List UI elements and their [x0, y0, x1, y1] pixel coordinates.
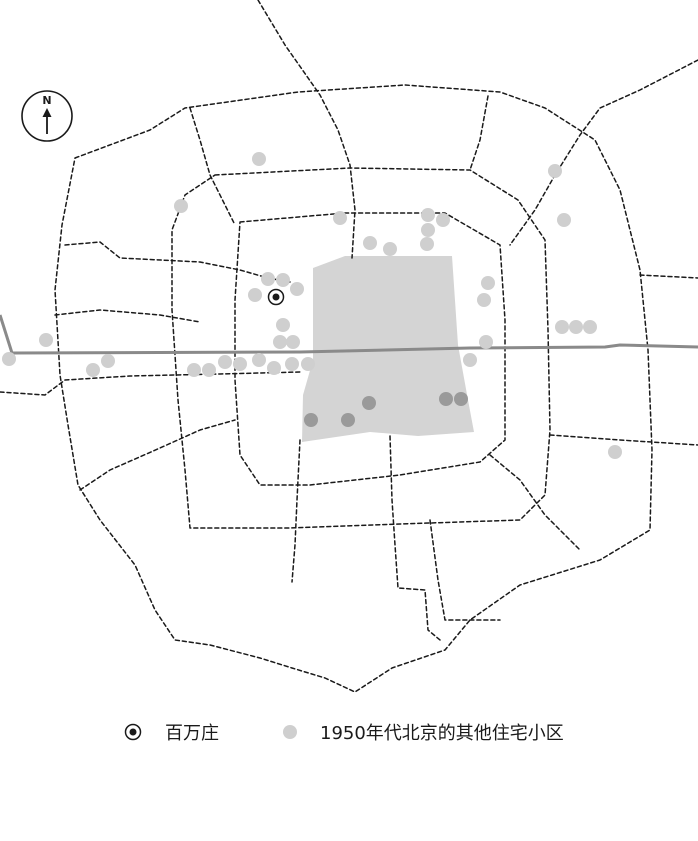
- legend-item-baiwanzhuang: 百万庄: [124, 723, 219, 744]
- compass-letter: N: [42, 94, 51, 107]
- residential-district-dot: [304, 413, 318, 427]
- east-road-upper: [639, 274, 698, 279]
- residential-district-dot: [252, 152, 266, 166]
- residential-district-dot: [86, 363, 100, 377]
- radial-road-northwest: [189, 107, 236, 226]
- residential-district-dot: [439, 392, 453, 406]
- residential-district-dot: [39, 333, 53, 347]
- residential-district-dot: [285, 357, 299, 371]
- radial-road-northeast: [509, 59, 698, 246]
- residential-district-dot: [273, 335, 287, 349]
- residential-district-dot: [248, 288, 262, 302]
- legend-label: 百万庄: [165, 723, 219, 744]
- residential-district-dot: [383, 242, 397, 256]
- baiwanzhuang-marker: [267, 288, 285, 306]
- residential-district-dot: [290, 282, 304, 296]
- residential-district-dot: [548, 164, 562, 178]
- outer-ring-road: [54, 84, 653, 693]
- residential-district-dot: [463, 353, 477, 367]
- inner-residential-districts: [304, 392, 468, 427]
- residential-district-dot: [420, 237, 434, 251]
- residential-district-dot: [286, 335, 300, 349]
- residential-district-dot: [421, 208, 435, 222]
- residential-district-dot: [481, 276, 495, 290]
- residential-district-dot: [252, 353, 266, 367]
- residential-district-dot: [218, 355, 232, 369]
- residential-district-dot: [301, 357, 315, 371]
- residential-district-dot: [2, 352, 16, 366]
- residential-district-dot: [261, 272, 275, 286]
- map-legend: 百万庄 1950年代北京的其他住宅小区: [124, 723, 564, 744]
- residential-district-dot: [276, 273, 290, 287]
- legend-grey-dot-icon: [283, 725, 297, 739]
- residential-district-dot: [454, 392, 468, 406]
- west-road-middle: [54, 309, 201, 323]
- residential-district-dot: [187, 363, 201, 377]
- legend-item-other-districts: 1950年代北京的其他住宅小区: [283, 723, 564, 744]
- south-road-center: [389, 435, 441, 641]
- residential-district-dot: [583, 320, 597, 334]
- residential-district-dot: [608, 445, 622, 459]
- west-road-lower: [0, 371, 301, 396]
- legend-label: 1950年代北京的其他住宅小区: [320, 723, 564, 744]
- residential-district-dot: [202, 363, 216, 377]
- residential-district-dot: [479, 335, 493, 349]
- residential-district-dot: [557, 213, 571, 227]
- southeast-diagonal-road: [489, 454, 581, 551]
- middle-ring-road: [171, 167, 551, 529]
- residential-district-dot: [569, 320, 583, 334]
- residential-district-dot: [174, 199, 188, 213]
- residential-district-dot: [276, 318, 290, 332]
- residential-district-dot: [477, 293, 491, 307]
- residential-district-dot: [101, 354, 115, 368]
- residential-district-dot: [341, 413, 355, 427]
- other-residential-districts: [2, 152, 622, 459]
- residential-district-dot: [363, 236, 377, 250]
- residential-district-dot: [333, 211, 347, 225]
- residential-district-dot: [362, 396, 376, 410]
- east-road-lower: [549, 434, 698, 446]
- residential-district-dot: [436, 213, 450, 227]
- residential-district-dot: [233, 357, 247, 371]
- southwest-diagonal-road: [79, 419, 236, 491]
- west-road-upper: [64, 241, 291, 283]
- south-road-west: [291, 439, 301, 583]
- south-road-east: [429, 519, 501, 621]
- legend-target-dot-icon: [124, 723, 142, 741]
- residential-district-dot: [421, 223, 435, 237]
- residential-district-dot: [555, 320, 569, 334]
- radial-road-north-east-inner: [469, 95, 489, 171]
- north-arrow-icon: N: [21, 90, 73, 142]
- radial-road-north-center: [257, 0, 356, 259]
- residential-district-dot: [267, 361, 281, 375]
